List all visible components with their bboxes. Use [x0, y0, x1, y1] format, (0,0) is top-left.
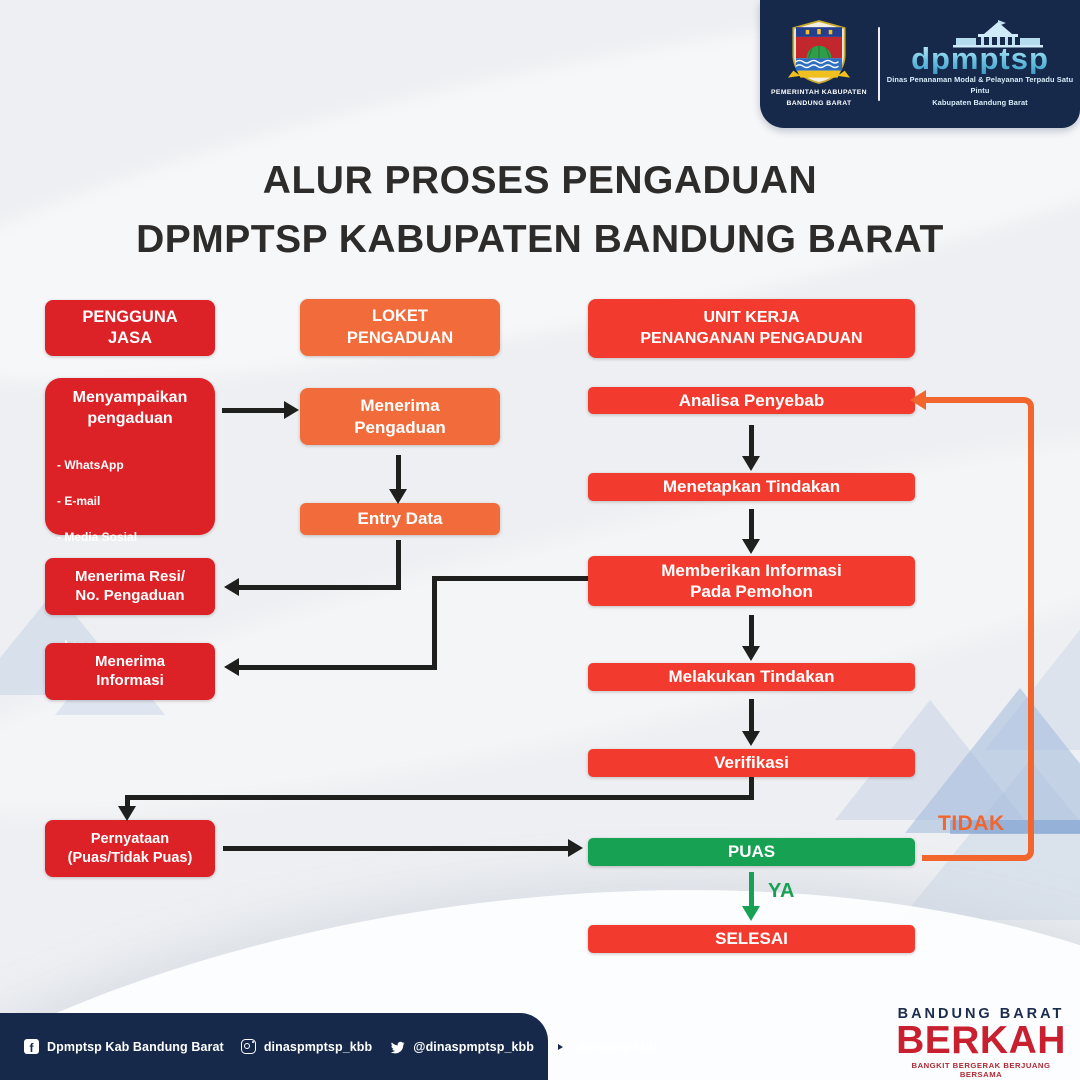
facebook-item: f Dpmptsp Kab Bandung Barat	[24, 1039, 224, 1054]
arrowhead	[742, 456, 760, 471]
arrow-tidak-loop	[922, 397, 1034, 861]
channel-item: - Media Sosial	[57, 529, 138, 544]
arrow-verifikasi-elbow-stub	[749, 777, 754, 798]
coat-of-arms-icon	[788, 20, 850, 85]
arrow-menetapkan-to-memberikan	[749, 509, 754, 541]
box-puas: PUAS	[588, 838, 915, 866]
box-menerima-resi: Menerima Resi/ No. Pengaduan	[45, 558, 215, 615]
box-selesai: SELESAI	[588, 925, 915, 953]
channel-list: - WhatsApp - E-mail - Media Sosial - Kot…	[57, 438, 166, 672]
youtube-icon	[551, 1040, 570, 1053]
box-verifikasi: Verifikasi	[588, 749, 915, 777]
column-header-loket-pengaduan: LOKET PENGADUAN	[300, 299, 500, 356]
arrow-menyampaikan-to-menerima	[222, 408, 284, 413]
government-caption: PEMERINTAH KABUPATEN BANDUNG BARAT	[771, 89, 867, 107]
channel-item: - WhatsApp	[57, 457, 124, 472]
arrowhead	[742, 646, 760, 661]
column-header-pengguna-jasa: PENGGUNA JASA	[45, 300, 215, 356]
arrowhead	[284, 401, 299, 419]
box-pernyataan: Pernyataan (Puas/Tidak Puas)	[45, 820, 215, 877]
footer-bar: f Dpmptsp Kab Bandung Barat dinaspmptsp_…	[0, 1013, 657, 1080]
box-menerima-pengaduan: Menerima Pengaduan	[300, 388, 500, 445]
arrowhead	[742, 539, 760, 554]
berkah-line1: BANDUNG BARAT	[897, 1006, 1065, 1022]
arrowhead	[118, 806, 136, 821]
twitter-handle: @dinaspmptsp_kbb	[413, 1039, 535, 1054]
arrowhead	[742, 731, 760, 746]
arrow-menerima-to-entry	[396, 455, 401, 491]
channel-item: - E-mail	[57, 493, 101, 508]
dpmptsp-tagline-line2: Kabupaten Bandung Barat	[932, 97, 1028, 107]
dpmptsp-tagline-line1: Dinas Penanaman Modal & Pelayanan Terpad…	[886, 75, 1074, 96]
page-title: ALUR PROSES PENGADUAN DPMPTSP KABUPATEN …	[136, 159, 944, 261]
building-icon	[953, 20, 1043, 48]
berkah-line2: BERKAH	[896, 1019, 1066, 1062]
instagram-handle: dinaspmptsp_kbb	[263, 1039, 373, 1054]
arrow-entry-to-resi	[237, 585, 401, 590]
twitter-icon	[391, 1041, 405, 1053]
arrowhead	[224, 658, 239, 676]
box-analisa-penyebab: Analisa Penyebab	[588, 387, 915, 414]
berkah-logo: BANDUNG BARAT BERKAH BANGKIT BERGERAK BE…	[890, 1006, 1072, 1079]
instagram-item: dinaspmptsp_kbb	[240, 1039, 373, 1054]
header-divider	[878, 27, 880, 101]
label-ya: YA	[768, 880, 795, 902]
box-menyampaikan-pengaduan: Menyampaikan pengaduan - WhatsApp - E-ma…	[45, 378, 215, 652]
arrowhead	[224, 578, 239, 596]
arrowhead-green	[742, 906, 760, 921]
label-tidak: TIDAK	[938, 812, 1005, 835]
berkah-line3: BANGKIT BERGERAK BERJUANG BERSAMA	[911, 1061, 1051, 1080]
arrow-pernyataan-drop	[125, 795, 130, 808]
arrow-melakukan-to-verifikasi	[749, 699, 754, 732]
triangle-base-band	[950, 820, 1080, 834]
box-menetapkan-tindakan: Menetapkan Tindakan	[588, 473, 915, 501]
box-melakukan-tindakan: Melakukan Tindakan	[588, 663, 915, 691]
arrowhead	[568, 839, 583, 857]
arrow-puas-to-selesai	[749, 872, 754, 908]
arrow-verifikasi-to-pernyataan	[125, 795, 754, 800]
youtube-item: dpmptsp kbb	[551, 1040, 657, 1054]
dpmptsp-wordmark: dpmptsp	[911, 41, 1049, 77]
arrowhead	[389, 489, 407, 504]
government-logo-block: PEMERINTAH KABUPATEN BANDUNG BARAT	[760, 19, 878, 108]
arrow-entry-elbow-vertical	[396, 540, 401, 588]
dpmptsp-logo-block: dpmptsp Dinas Penanaman Modal & Pelayana…	[880, 20, 1080, 107]
arrow-analisa-to-menetapkan	[749, 425, 754, 458]
arrow-memberikan-elbow-top	[432, 576, 588, 581]
facebook-handle: Dpmptsp Kab Bandung Barat	[47, 1039, 224, 1054]
instagram-icon	[240, 1039, 256, 1054]
header-bar: PEMERINTAH KABUPATEN BANDUNG BARAT dpmpt…	[760, 0, 1080, 128]
arrow-memberikan-elbow-vertical	[432, 576, 437, 670]
arrowhead-orange	[910, 390, 926, 410]
menyampaikan-title: Menyampaikan pengaduan	[72, 389, 188, 427]
box-memberikan-informasi: Memberikan Informasi Pada Pemohon	[588, 556, 915, 606]
triangle-decor	[905, 688, 1080, 833]
twitter-item: @dinaspmptsp_kbb	[389, 1040, 534, 1054]
arrow-to-menerima-informasi	[237, 665, 437, 670]
column-header-unit-kerja: UNIT KERJA PENANGANAN PENGADUAN	[588, 299, 915, 358]
box-menerima-informasi: Menerima Informasi	[45, 643, 215, 700]
box-entry-data: Entry Data	[300, 503, 500, 535]
facebook-icon: f	[24, 1039, 39, 1054]
youtube-handle: dpmptsp kbb	[577, 1039, 657, 1054]
arrow-pernyataan-to-puas	[223, 846, 569, 851]
arrow-memberikan-to-melakukan	[749, 615, 754, 648]
